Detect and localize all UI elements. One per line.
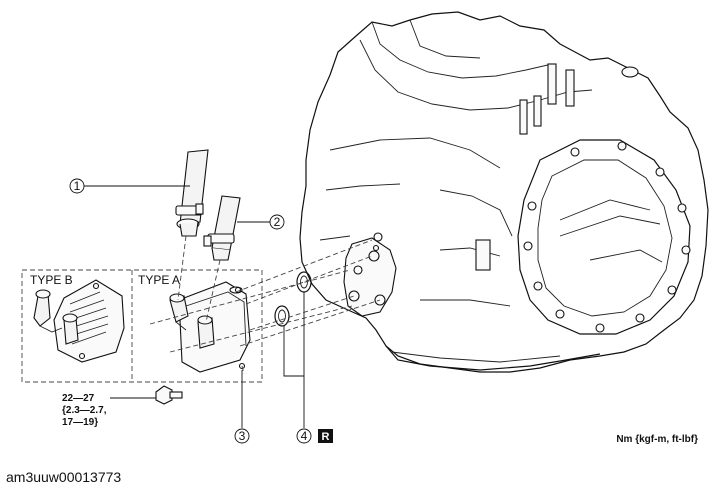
image-identifier: am3uuw00013773 <box>6 469 121 485</box>
svg-text:2: 2 <box>274 215 281 229</box>
type-a-label: TYPE A <box>138 273 180 287</box>
seal-upper <box>296 271 312 293</box>
svg-text:1: 1 <box>74 179 81 193</box>
svg-text:R: R <box>322 431 330 443</box>
oil-cooler-type-b <box>33 279 125 363</box>
callout-2: 2 <box>269 214 285 230</box>
alignment-lines <box>149 235 381 375</box>
leader-lines <box>84 185 305 428</box>
svg-text:3: 3 <box>239 429 246 443</box>
svg-text:17—19}: 17—19} <box>62 417 98 428</box>
type-b-label: TYPE B <box>30 273 73 287</box>
svg-text:22—27: 22—27 <box>62 393 95 404</box>
callout-4: 4 <box>296 428 312 444</box>
oil-cooler-type-a <box>169 281 251 373</box>
svg-text:4: 4 <box>301 429 308 443</box>
torque-spec: 22—27 {2.3—2.7, 17—19} <box>62 393 107 428</box>
transaxle-housing <box>299 11 709 373</box>
oil-hose-1 <box>175 149 209 237</box>
flange-bolts <box>523 141 691 333</box>
oil-hose-2 <box>203 195 241 261</box>
cooler-mount-boss <box>343 232 397 317</box>
replace-badge: R <box>318 429 333 443</box>
seal-lower <box>274 305 290 327</box>
callout-1: 1 <box>69 178 85 194</box>
callout-3: 3 <box>234 428 250 444</box>
torque-unit-note: Nm {kgf-m, ft-lbf} <box>616 434 698 445</box>
mounting-bolt <box>155 385 183 405</box>
svg-text:{2.3—2.7,: {2.3—2.7, <box>62 405 107 416</box>
